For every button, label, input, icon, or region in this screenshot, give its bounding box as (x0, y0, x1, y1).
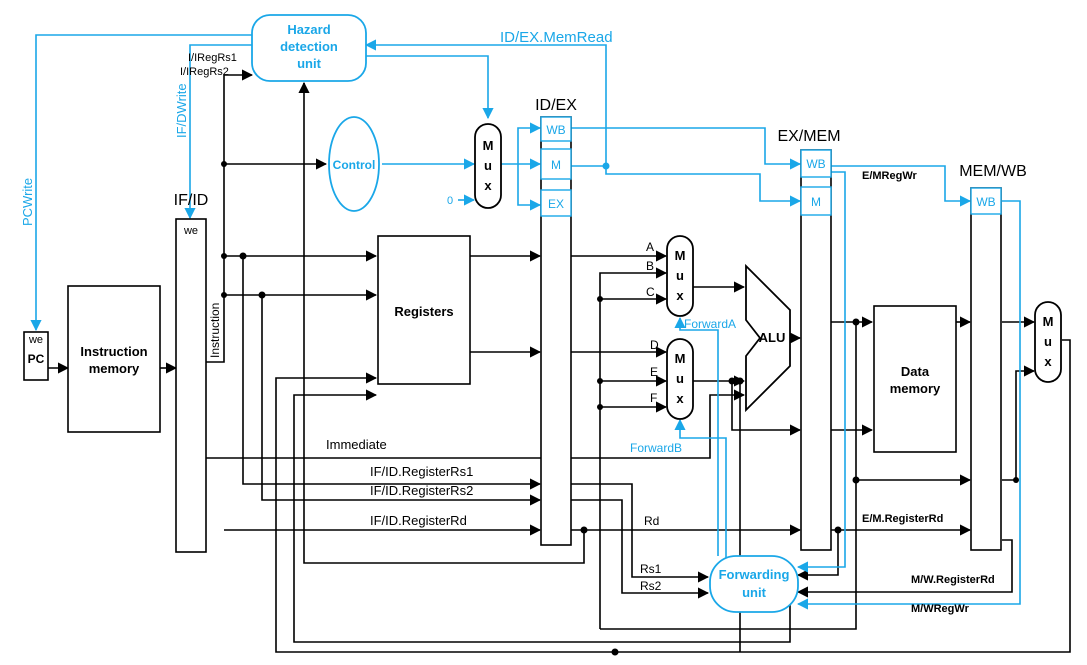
ifid-title: IF/ID (174, 192, 209, 209)
svg-text:M: M (675, 248, 686, 263)
memread-junction (602, 162, 610, 170)
control-mux-label-1: M (483, 138, 494, 153)
rd-label: Rd (644, 514, 659, 528)
control-mux-label-3: x (484, 178, 492, 193)
idex-m-label: M (551, 158, 561, 172)
svg-text:x: x (1044, 354, 1052, 369)
hazard-label-1: Hazard (287, 22, 330, 37)
forward-a-mux: M u x (666, 235, 694, 317)
ifid-rd-label: IF/ID.RegisterRd (370, 513, 467, 528)
ifid-register: IF/ID we (174, 192, 209, 553)
data-memory: Data memory (873, 305, 957, 453)
idex-wb-label: WB (546, 123, 565, 137)
idex-memread-label: ID/EX.MemRead (500, 29, 613, 46)
ifid-write-label: IF/DWrite (174, 83, 189, 138)
rs1-label: Rs1 (640, 562, 662, 576)
pc-we-label: we (28, 334, 43, 346)
control-mux-label-2: u (484, 158, 492, 173)
control-mux: M u x (474, 123, 502, 209)
ifid-we-label: we (183, 225, 198, 237)
iregrs1-label: I/IRegRs1 (188, 52, 237, 64)
svg-text:M: M (1043, 314, 1054, 329)
svg-text:x: x (676, 391, 684, 406)
forwarding-unit: Forwarding unit (709, 555, 799, 613)
forward-b-label: ForwardB (630, 441, 682, 455)
iregrs2-label: I/IRegRs2 (180, 66, 229, 78)
rs2-label: Rs2 (640, 579, 662, 593)
exmem-register: EX/MEM WB M (777, 128, 841, 551)
input-f-label: F (650, 391, 657, 405)
input-d-label: D (650, 338, 659, 352)
hazard-detection-unit: Hazard detection unit (251, 14, 367, 82)
imem-label-1: Instruction (80, 344, 147, 359)
svg-text:u: u (1044, 334, 1052, 349)
dmem-label-2: memory (890, 381, 941, 396)
hazard-label-3: unit (297, 56, 321, 71)
imem-label-2: memory (89, 361, 140, 376)
memwb-register: MEM/WB WB (959, 163, 1027, 551)
ifid-rs1-label: IF/ID.RegisterRs1 (370, 464, 473, 479)
forwarding-label-1: Forwarding (719, 567, 790, 582)
forward-a-label: ForwardA (684, 317, 736, 331)
registers-label: Registers (394, 304, 453, 319)
pc-write-label: PCWrite (20, 178, 35, 226)
instruction-memory: Instruction memory (67, 285, 161, 433)
hazard-label-2: detection (280, 39, 338, 54)
alu: ALU (745, 263, 791, 413)
input-c-label: C (646, 285, 655, 299)
memwb-wb-label: WB (976, 195, 995, 209)
input-b-label: B (646, 259, 654, 273)
idex-register: ID/EX WB M EX (535, 97, 577, 546)
immediate-label: Immediate (326, 437, 387, 452)
writeback-mux: M u x (1034, 301, 1062, 383)
input-e-label: E (650, 365, 658, 379)
idex-ex-label: EX (548, 197, 564, 211)
memwb-title: MEM/WB (959, 163, 1027, 180)
forwarding-label-2: unit (742, 585, 766, 600)
control-unit: Control (328, 116, 380, 212)
svg-text:x: x (676, 288, 684, 303)
exmem-wb-label: WB (806, 157, 825, 171)
idex-title: ID/EX (535, 97, 577, 114)
pc-register: we PC (23, 331, 49, 381)
control-label: Control (333, 158, 376, 172)
ifid-rs2-label: IF/ID.RegisterRs2 (370, 483, 473, 498)
mw-registerrd-label: M/W.RegisterRd (911, 574, 995, 586)
svg-text:u: u (676, 268, 684, 283)
dmem-label-1: Data (901, 364, 930, 379)
exmem-title: EX/MEM (777, 128, 840, 145)
em-regwr-label: E/MRegWr (862, 170, 918, 182)
svg-text:u: u (676, 371, 684, 386)
register-file: Registers (377, 235, 471, 385)
pc-label: PC (28, 352, 45, 366)
mw-regwr-label: M/WRegWr (911, 603, 970, 615)
input-a-label: A (646, 240, 654, 254)
forward-b-mux: M u x (666, 338, 694, 420)
exmem-m-label: M (811, 195, 821, 209)
svg-text:M: M (675, 351, 686, 366)
control-wires (30, 34, 1021, 610)
instruction-label: Instruction (208, 303, 222, 358)
alu-label: ALU (759, 330, 786, 345)
zero-label: 0 (447, 195, 453, 207)
em-registerrd-label: E/M.RegisterRd (862, 513, 943, 525)
